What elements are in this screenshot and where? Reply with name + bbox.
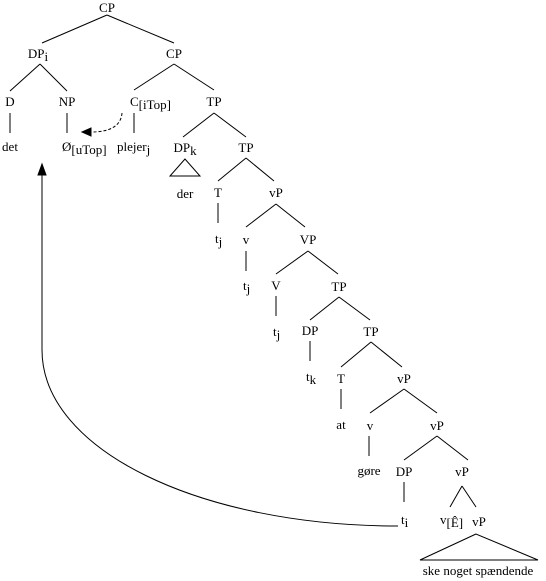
branch-cp-cp2: [106, 14, 175, 44]
trace-t-j-2: tj: [243, 278, 250, 296]
node-vp-1: vP: [269, 185, 283, 200]
branch-cp-dpi: [41, 14, 108, 44]
node-d: D: [5, 94, 14, 109]
branch-vp2-v2: [369, 388, 405, 414]
branch-vp2-vp3: [403, 388, 438, 414]
node-vp-5: vP: [472, 514, 486, 529]
branch-tp3-tp4: [338, 296, 371, 321]
node-tp-1: TP: [206, 94, 221, 109]
dashed-arrowhead: [80, 127, 92, 137]
branch-dpi-d: [9, 63, 41, 92]
node-v-2: v: [367, 418, 374, 433]
node-dp-2: DP: [302, 323, 319, 338]
trace-t-k: tk: [306, 369, 317, 387]
branch-vp3-dp3: [403, 435, 438, 461]
movement-arc-ti-to-det: [41, 175, 399, 527]
branch-tp4-t2: [340, 341, 372, 368]
node-t-head-2: T: [337, 371, 345, 386]
trace-t-j-3: tj: [273, 324, 280, 342]
branch-tp2-vp1: [245, 157, 275, 182]
node-t-head: T: [214, 185, 222, 200]
branch-vp4-v3: [449, 485, 463, 508]
node-dp-k: DPk: [173, 140, 197, 158]
branch-vp1-vpbig: [275, 203, 306, 228]
branch-vpbig-vbig: [275, 250, 309, 275]
node-vp-4: vP: [455, 464, 469, 479]
leaf-der: der: [177, 186, 194, 201]
branch-vpbig-tp3: [307, 250, 339, 275]
trace-t-i: ti: [401, 512, 409, 530]
node-cp-root: CP: [99, 0, 115, 15]
leaf-plejer: plejerj: [117, 139, 150, 157]
node-v-1: v: [243, 232, 250, 247]
triangle-ske: [419, 533, 539, 561]
leaf-gore: gøre: [357, 463, 380, 478]
node-dp-i: DPi: [28, 46, 49, 64]
leaf-at: at: [336, 417, 346, 432]
node-c: C[iTop]: [130, 94, 171, 112]
node-vp-2: vP: [397, 371, 411, 386]
node-np: NP: [59, 94, 76, 109]
node-tp-2: TP: [238, 140, 253, 155]
node-vp-big: VP: [300, 232, 317, 247]
branch-vp3-vp4: [436, 435, 469, 461]
tree-branches: [9, 14, 539, 561]
branch-tp1-tp2: [213, 112, 247, 138]
leaf-ske-noget-spaendende: ske noget spændende: [423, 563, 534, 578]
leaf-det: det: [2, 139, 18, 154]
dashed-feature-arrow: [90, 112, 123, 133]
node-v-big: V: [271, 278, 281, 293]
movement-arrows: [37, 112, 399, 527]
branch-cp2-c: [133, 63, 175, 91]
trace-t-j-1: tj: [215, 231, 222, 249]
node-dp-3: DP: [396, 464, 413, 479]
node-v-3: v[Ê]: [440, 512, 463, 530]
triangle-der: [168, 158, 202, 177]
branch-cp2-tp1: [173, 63, 215, 91]
node-tp-3: TP: [331, 279, 346, 294]
branch-vp4-vp5: [461, 485, 477, 508]
node-tp-4: TP: [363, 324, 378, 339]
node-vp-3: vP: [430, 418, 444, 433]
branch-tp2-t: [217, 157, 247, 182]
branch-vp1-v1: [245, 203, 277, 228]
branch-dpi-np: [39, 63, 68, 92]
tree-labels: CP DPi CP D NP C[iTop] TP det Ø[uTop] pl…: [2, 0, 533, 578]
leaf-null-top: Ø[uTop]: [62, 139, 107, 157]
node-cp-2: CP: [166, 46, 182, 61]
movement-arrowhead: [37, 162, 47, 176]
branch-tp1-dpk: [182, 112, 215, 138]
branch-tp3-dp2: [309, 296, 340, 321]
branch-tp4-vp2: [370, 341, 403, 368]
